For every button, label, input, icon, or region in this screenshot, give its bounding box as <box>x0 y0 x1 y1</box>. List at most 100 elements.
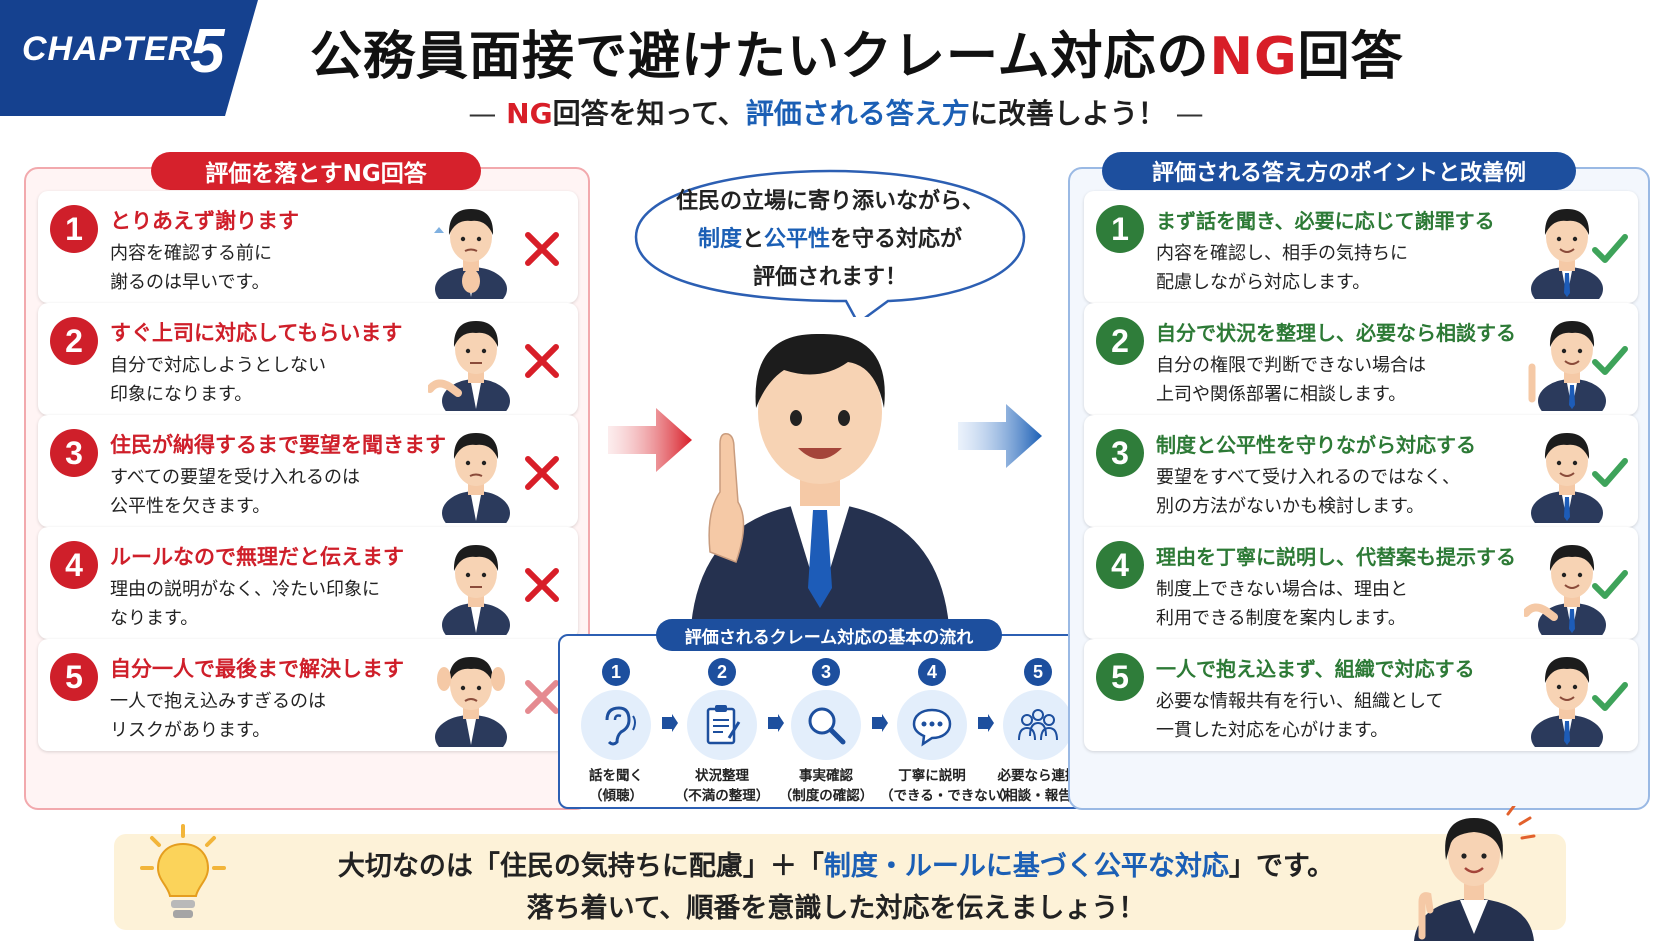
ng-number: 4 <box>50 541 98 589</box>
step-number: 3 <box>812 658 840 686</box>
ng-title: とりあえず謝ります <box>110 209 299 233</box>
good-description: 要望をすべて受け入れるのではなく、別の方法がないかも検討します。 <box>1156 467 1461 517</box>
cross-mark-icon <box>525 344 559 378</box>
ng-card-4: 4 ルールなので無理だと伝えます 理由の説明がなく、冷たい印象になります。 <box>38 527 578 639</box>
good-number: 4 <box>1096 541 1144 589</box>
stressed-man-icon <box>435 657 507 747</box>
speech-bubble-icon <box>897 690 967 760</box>
worried-man-icon <box>434 209 507 299</box>
key-message-text: 大切なのは「住民の気持ちに配慮」＋「制度・ルールに基づく公平な対応」です。 落ち… <box>337 851 1335 924</box>
chapter-number: 5 <box>190 17 225 86</box>
blue-arrow-right-icon <box>958 404 1042 468</box>
ng-number: 2 <box>50 317 98 365</box>
cross-mark-icon <box>525 456 559 490</box>
good-card-5: 5 一人で抱え込まず、組織で対応する 必要な情報共有を行い、組織として一貫した対… <box>1084 639 1638 751</box>
cross-mark-icon <box>525 568 559 602</box>
step-label: 状況整理（不満の整理） <box>674 768 770 804</box>
flow-label: 評価されるクレーム対応の基本の流れ <box>656 619 1002 651</box>
smiling-woman-icon <box>1414 806 1536 941</box>
smiling-man-icon <box>1531 657 1603 747</box>
ng-description: すべての要望を受け入れるのは公平性を欠きます。 <box>110 467 361 517</box>
guiding-man-icon <box>1524 545 1606 635</box>
ng-title: ルールなので無理だと伝えます <box>110 545 404 569</box>
ng-description: 一人で抱え込みすぎるのはリスクがあります。 <box>110 691 326 741</box>
good-description: 制度上できない場合は、理由と利用できる制度を案内します。 <box>1156 579 1408 629</box>
chapter-label: CHAPTER <box>22 30 194 68</box>
clipboard-icon <box>687 690 757 760</box>
unsure-man-icon <box>442 433 510 523</box>
ng-description: 自分で対応しようとしない印象になります。 <box>110 355 326 405</box>
step-number: 5 <box>1024 658 1052 686</box>
ng-card-3: 3 住民が納得するまで要望を聞きます すべての要望を受け入れるのは公平性を欠きま… <box>38 415 578 527</box>
ng-number: 3 <box>50 429 98 477</box>
flow-arrow-icon <box>978 714 994 732</box>
ng-number: 1 <box>50 205 98 253</box>
ng-answers-panel: 評価を落とすNG回答 1 とりあえず謝ります 内容を確認する前に謝るのは早いです… <box>24 152 590 810</box>
good-answers-panel: 評価される答え方のポイントと改善例 1 まず話を聞き、必要に応じて謝罪する 内容… <box>1068 152 1650 810</box>
step-label: 丁寧に説明（できる・できない） <box>880 768 1015 804</box>
presenter-man-icon <box>690 333 950 642</box>
flow-step-3: 3 事実確認（制度の確認） <box>774 658 878 806</box>
flow-step-5: 5 必要なら連携（相談・報告） <box>986 658 1090 806</box>
good-card-4: 4 理由を丁寧に説明し、代替案も提示する 制度上できない場合は、理由と利用できる… <box>1084 527 1638 639</box>
good-title: まず話を聞き、必要に応じて謝罪する <box>1156 209 1495 233</box>
ng-card-1: 1 とりあえず謝ります 内容を確認する前に謝るのは早いです。 <box>38 191 578 303</box>
basic-flow-box: 評価されるクレーム対応の基本の流れ 1 話を聞く（傾聴） 2 状況整理（不満の整… <box>558 619 1096 809</box>
ng-description: 理由の説明がなく、冷たい印象になります。 <box>110 579 380 629</box>
good-title: 自分で状況を整理し、必要なら相談する <box>1156 321 1516 345</box>
smiling-man-icon <box>1531 209 1603 299</box>
ng-panel-label: 評価を落とすNG回答 <box>151 152 481 190</box>
good-title: 制度と公平性を守りながら対応する <box>1156 433 1476 457</box>
magnifier-icon <box>791 690 861 760</box>
flow-step-4: 4 丁寧に説明（できる・できない） <box>880 658 1015 806</box>
ng-card-5: 5 自分一人で最後まで解決します 一人で抱え込みすぎるのはリスクがあります。 <box>38 639 578 751</box>
ng-number: 5 <box>50 653 98 701</box>
finger-up-man-icon <box>1528 321 1606 411</box>
step-label: 必要なら連携（相談・報告） <box>990 768 1086 804</box>
flow-step-1: 1 話を聞く（傾聴） <box>564 658 668 806</box>
speech-text: 住民の立場に寄り添いながら、 制度と公平性を守る対応が 評価されます！ <box>675 189 984 290</box>
step-label: 話を聞く（傾聴） <box>589 768 643 804</box>
stern-man-icon <box>442 545 510 635</box>
check-mark-icon <box>1592 458 1628 487</box>
lightbulb-icon <box>140 824 226 918</box>
good-title: 一人で抱え込まず、組織で対応する <box>1156 657 1475 681</box>
smiling-man-icon <box>1531 433 1603 523</box>
flow-step-2: 2 状況整理（不満の整理） <box>670 658 774 806</box>
good-number: 1 <box>1096 205 1144 253</box>
team-icon <box>1003 690 1073 760</box>
cross-mark-icon <box>525 232 559 266</box>
check-mark-icon <box>1592 234 1628 263</box>
flow-arrow-icon <box>872 714 888 732</box>
good-description: 自分の権限で判断できない場合は上司や関係部署に相談します。 <box>1156 355 1426 405</box>
ng-description: 内容を確認する前に謝るのは早いです。 <box>110 243 272 293</box>
flow-arrow-icon <box>768 714 784 732</box>
ng-title: すぐ上司に対応してもらいます <box>110 321 403 345</box>
good-card-2: 2 自分で状況を整理し、必要なら相談する 自分の権限で判断できない場合は上司や関… <box>1084 303 1638 415</box>
check-mark-icon <box>1592 346 1628 375</box>
pointing-man-icon <box>428 321 510 411</box>
good-card-3: 3 制度と公平性を守りながら対応する 要望をすべて受け入れるのではなく、別の方法… <box>1084 415 1638 527</box>
good-number: 5 <box>1096 653 1144 701</box>
check-mark-icon <box>1592 682 1628 711</box>
good-number: 2 <box>1096 317 1144 365</box>
ng-title: 自分一人で最後まで解決します <box>110 657 404 681</box>
good-description: 必要な情報共有を行い、組織として一貫した対応を心がけます。 <box>1156 691 1444 741</box>
red-arrow-right-icon <box>608 408 692 472</box>
step-number: 1 <box>602 658 630 686</box>
good-panel-label: 評価される答え方のポイントと改善例 <box>1102 152 1576 190</box>
flow-arrow-icon <box>662 714 678 732</box>
ear-icon <box>581 690 651 760</box>
key-message-banner <box>114 834 1566 930</box>
step-number: 2 <box>708 658 736 686</box>
good-card-1: 1 まず話を聞き、必要に応じて謝罪する 内容を確認し、相手の気持ちに配慮しながら… <box>1084 191 1638 303</box>
check-mark-icon <box>1592 570 1628 599</box>
speech-bubble <box>634 169 1026 317</box>
step-label: 事実確認（制度の確認） <box>778 768 874 804</box>
ng-title: 住民が納得するまで要望を聞きます <box>110 433 446 457</box>
page-subtitle: — NG回答を知って、評価される答え方に改善しよう！ — <box>468 97 1204 130</box>
good-title: 理由を丁寧に説明し、代替案も提示する <box>1156 545 1516 569</box>
cross-mark-icon <box>525 680 559 714</box>
ng-card-2: 2 すぐ上司に対応してもらいます 自分で対応しようとしない印象になります。 <box>38 303 578 415</box>
chapter-tag: CHAPTER 5 <box>0 0 275 122</box>
